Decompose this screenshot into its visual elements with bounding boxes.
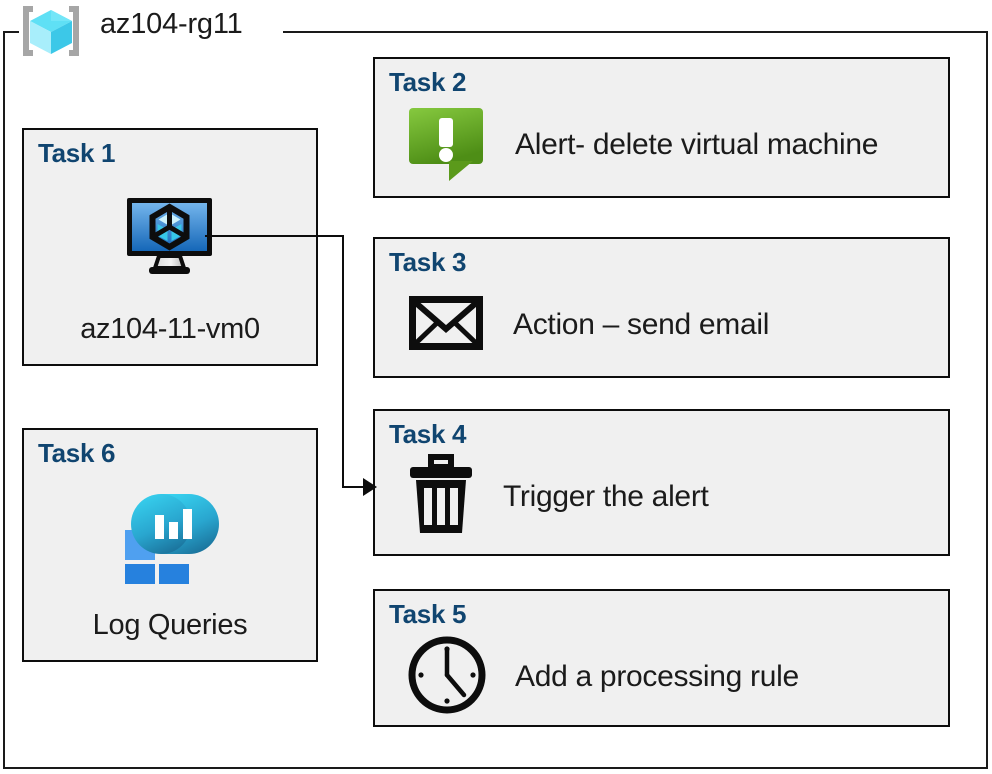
resource-group-border-top-right <box>283 31 988 33</box>
azure-monitor-log-analytics-icon <box>24 488 316 584</box>
alert-callout-icon <box>405 103 489 188</box>
task-3-title: Task 3 <box>389 247 467 277</box>
task-5-label: Add a processing rule <box>515 660 799 693</box>
virtual-machine-icon <box>24 188 316 284</box>
azure-resource-group-icon <box>16 4 86 58</box>
envelope-icon <box>405 292 487 359</box>
task-5-title: Task 5 <box>389 599 467 629</box>
task-1-caption: az104-11-vm0 <box>80 313 260 345</box>
task-6-title: Task 6 <box>38 438 116 468</box>
connector-segment-vertical <box>342 235 344 488</box>
card-task-5[interactable]: Task 5 Add a processing rule <box>373 589 950 727</box>
card-task-6[interactable]: Task 6 <box>22 428 318 662</box>
arrow-right-icon <box>363 478 377 496</box>
card-task-1[interactable]: Task 1 <box>22 128 318 366</box>
resource-group-border-top-left <box>3 31 19 33</box>
connector-segment-horizontal-bottom <box>342 486 366 488</box>
task-4-label: Trigger the alert <box>503 480 709 513</box>
trash-can-icon <box>405 453 477 542</box>
card-task-3[interactable]: Task 3 Action – send email <box>373 237 950 378</box>
resource-group-border-left <box>3 31 5 769</box>
task-4-title: Task 4 <box>389 419 467 449</box>
task-2-label: Alert- delete virtual machine <box>515 128 879 161</box>
task-2-title: Task 2 <box>389 67 467 97</box>
card-task-4[interactable]: Task 4 Trigger the alert <box>373 409 950 556</box>
task-1-title: Task 1 <box>38 138 116 168</box>
connector-segment-horizontal-top <box>205 235 344 237</box>
card-task-2[interactable]: Task 2 Alert- delete virtual machin <box>373 57 950 198</box>
task-3-label: Action – send email <box>513 308 770 341</box>
resource-group-name: az104-rg11 <box>100 8 243 40</box>
task-6-caption: Log Queries <box>92 609 248 641</box>
clock-icon <box>405 633 489 722</box>
resource-group-border-bottom <box>3 767 988 769</box>
resource-group-border-right <box>986 31 988 769</box>
